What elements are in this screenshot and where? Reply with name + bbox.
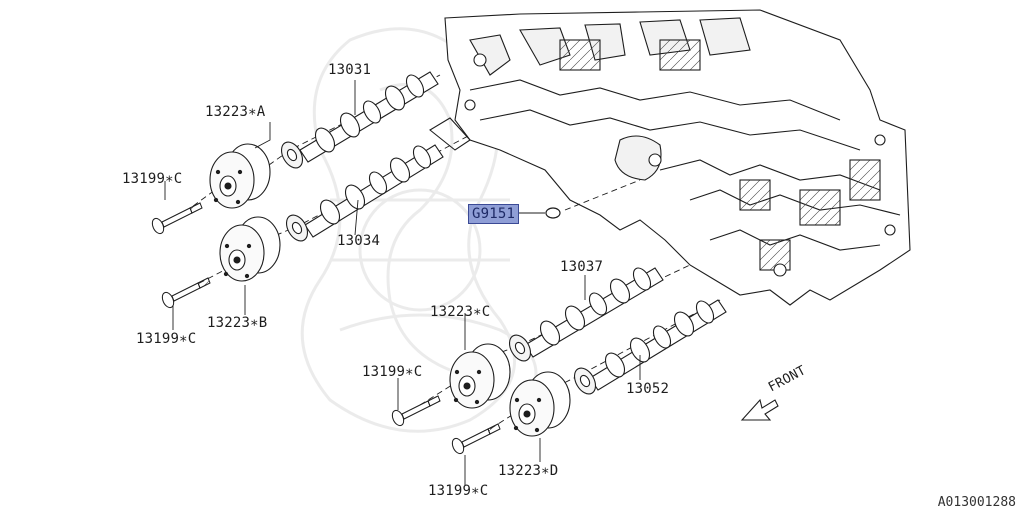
part-label-13052[interactable]: 13052 <box>626 381 670 397</box>
part-label-13031[interactable]: 13031 <box>328 62 372 78</box>
camshaft-13034 <box>285 144 444 242</box>
bolt-upper-left <box>151 202 203 235</box>
front-arrow-icon <box>740 398 779 421</box>
part-label-13199-c-4[interactable]: 13199∗C <box>428 483 489 499</box>
sprocket-d <box>509 371 571 437</box>
part-label-13223-c[interactable]: 13223∗C <box>430 304 491 320</box>
sprocket-b <box>219 216 281 282</box>
part-label-13199-c-3[interactable]: 13199∗C <box>362 364 423 380</box>
sprocket-c <box>449 343 511 409</box>
part-label-13223-a[interactable]: 13223∗A <box>205 104 266 120</box>
camshaft-13031 <box>280 71 439 169</box>
part-label-13037[interactable]: 13037 <box>560 259 604 275</box>
part-label-13034[interactable]: 13034 <box>337 233 381 249</box>
part-label-g9151-highlighted[interactable]: G9151 <box>468 204 520 224</box>
bolt-bottom <box>451 423 501 455</box>
bolt-lower-left <box>161 277 211 309</box>
part-label-13199-c-2[interactable]: 13199∗C <box>136 331 197 347</box>
part-label-13223-d[interactable]: 13223∗D <box>498 463 559 479</box>
diagram-code: A013001288 <box>937 495 1016 510</box>
camshaft-13037 <box>508 267 664 362</box>
bolt-middle <box>391 395 441 427</box>
cylinder-head <box>429 9 911 306</box>
label-leaders <box>164 80 641 485</box>
part-label-13223-b[interactable]: 13223∗B <box>207 315 268 331</box>
camshaft-13052 <box>573 299 727 395</box>
sprocket-a <box>209 143 271 209</box>
oil-seal-ring <box>545 207 561 219</box>
part-label-13199-c-1[interactable]: 13199∗C <box>122 171 183 187</box>
